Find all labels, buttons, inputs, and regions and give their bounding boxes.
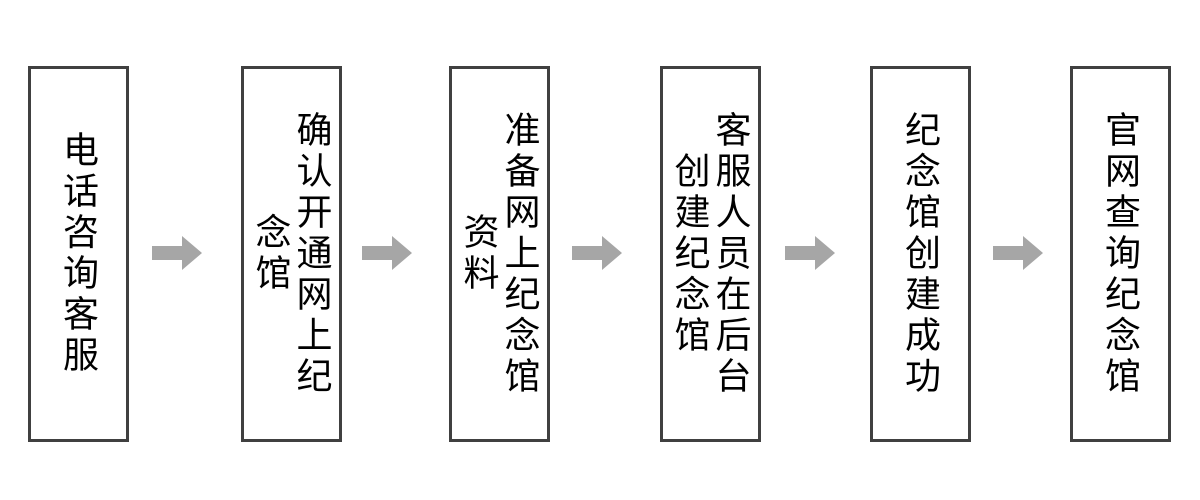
flow-arrow-4-icon bbox=[785, 236, 835, 270]
flow-node-4-label: 客服人员在后台创建纪念馆 bbox=[669, 110, 752, 398]
flow-node-1[interactable]: 电话咨询客服 bbox=[28, 66, 129, 442]
flow-node-6[interactable]: 官网查询纪念馆 bbox=[1070, 66, 1171, 442]
flow-node-3[interactable]: 准备网上纪念馆资料 bbox=[449, 66, 550, 442]
flow-node-1-label: 电话咨询客服 bbox=[58, 131, 100, 377]
flow-node-2[interactable]: 确认开通网上纪念馆 bbox=[241, 66, 342, 442]
flow-arrow-1-icon bbox=[152, 236, 202, 270]
flow-arrow-3-icon bbox=[572, 236, 622, 270]
flow-node-5[interactable]: 纪念馆创建成功 bbox=[870, 66, 971, 442]
flow-node-2-label: 确认开通网上纪念馆 bbox=[250, 110, 333, 398]
flow-arrow-5-icon bbox=[993, 236, 1043, 270]
flow-node-3-label: 准备网上纪念馆资料 bbox=[458, 110, 541, 398]
flow-node-6-label: 官网查询纪念馆 bbox=[1100, 110, 1142, 398]
flow-node-4[interactable]: 客服人员在后台创建纪念馆 bbox=[660, 66, 761, 442]
flow-arrow-2-icon bbox=[362, 236, 412, 270]
flow-node-5-label: 纪念馆创建成功 bbox=[900, 110, 942, 398]
